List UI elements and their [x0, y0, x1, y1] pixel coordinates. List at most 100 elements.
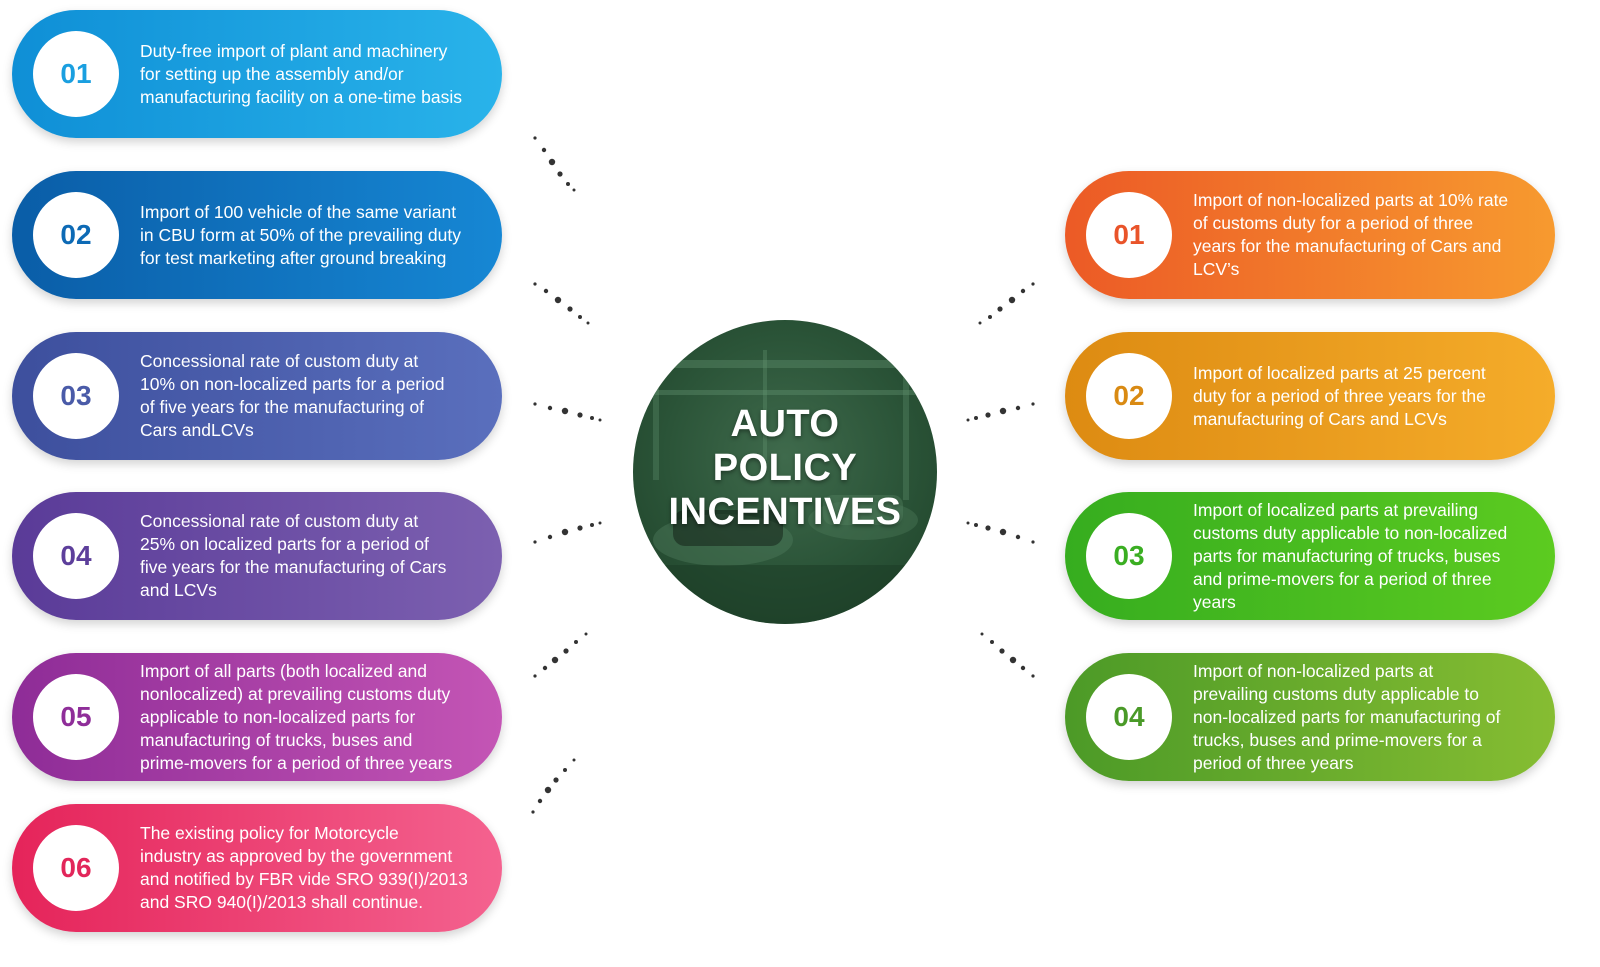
- connector-dot: [985, 525, 991, 531]
- connector-dot: [554, 296, 562, 304]
- item-description-line: Import of 100 vehicle of the same varian…: [140, 201, 457, 222]
- left-incentive-item-05: 05 Import of all parts (both localized an…: [12, 653, 502, 781]
- connector-dot: [544, 786, 552, 794]
- connector-dot: [547, 534, 553, 540]
- left-incentive-item-04: 04 Concessional rate of custom duty at 25%…: [12, 492, 502, 620]
- item-description-line: applicable to non-localized parts for: [140, 706, 416, 727]
- connector-dot: [1031, 402, 1035, 406]
- item-description-line: and notified by FBR vide SRO 939(I)/2013: [140, 869, 468, 889]
- connector-dot: [561, 407, 569, 415]
- connector-dot: [990, 640, 994, 644]
- item-description: Import of non-localized parts at 10% rat…: [1193, 171, 1541, 299]
- item-description-line: customs duty applicable to non-localized: [1193, 522, 1508, 543]
- connector-dot: [533, 402, 537, 406]
- item-description-line: duty for a period of three years for the: [1193, 385, 1486, 406]
- connector-dot: [563, 768, 567, 772]
- right-incentive-item-01: 01 Import of non-localized parts at 10% r…: [1065, 171, 1555, 299]
- item-description-line: non-localized parts for manufacturing of: [1193, 706, 1501, 727]
- item-description-line: 25% on localized parts for a period of: [140, 534, 429, 554]
- connector-dot: [531, 810, 535, 814]
- connector-dot: [1031, 540, 1035, 544]
- connector-dot: [997, 306, 1003, 312]
- item-description-line: Concessional rate of custom duty at: [140, 511, 419, 531]
- center-title-line: POLICY: [712, 447, 858, 489]
- connector-dot: [1015, 534, 1021, 540]
- connector-dot: [537, 798, 543, 804]
- item-description-line: of customs duty for a period of three: [1193, 213, 1474, 233]
- connector-dot: [1008, 296, 1016, 304]
- item-description-line: and SRO 940(I)/2013 shall continue.: [140, 892, 424, 912]
- item-description-line: for test marketing after ground breaking: [140, 247, 447, 268]
- connector-dot: [1020, 665, 1026, 671]
- item-description-line: trucks, buses and prime-movers for a: [1193, 729, 1482, 750]
- item-description-line: Concessional rate of custom duty at: [140, 351, 419, 371]
- factory-background-graphic: [633, 350, 937, 624]
- connector-dot: [572, 188, 576, 192]
- connector-dot: [966, 521, 970, 525]
- connector-dot: [577, 412, 583, 418]
- item-description: Import of 100 vehicle of the same varian…: [140, 171, 488, 299]
- item-description-line: Import of localized parts at 25 percent: [1193, 362, 1486, 383]
- item-description-line: and prime-movers for a period of three: [1193, 568, 1492, 589]
- item-number-badge: 06: [33, 825, 119, 911]
- connector-dot: [1020, 288, 1026, 294]
- item-description-line: Import of non-localized parts at 10% rat…: [1193, 190, 1509, 210]
- connector-dot: [1031, 674, 1035, 678]
- connector-dot: [999, 648, 1005, 654]
- connector-dot: [533, 540, 537, 544]
- item-number-badge: 05: [33, 674, 119, 760]
- connector-dot: [574, 640, 578, 644]
- item-number-badge: 02: [33, 192, 119, 278]
- connector-dot: [561, 528, 569, 536]
- item-description-line: LCV’s: [1193, 259, 1240, 279]
- connector-dot: [985, 412, 991, 418]
- item-number-badge: 02: [1086, 353, 1172, 439]
- item-description-line: industry as approved by the government: [140, 846, 453, 866]
- item-description-line: Import of all parts (both localized and: [140, 660, 427, 681]
- item-description-line: manufacturing of trucks, buses and: [140, 729, 413, 750]
- connector-dot: [567, 306, 573, 312]
- item-description-line: five years for the manufacturing of Cars: [140, 557, 447, 577]
- item-description: Concessional rate of custom duty at 25% o…: [140, 492, 488, 620]
- item-number-badge: 01: [33, 31, 119, 117]
- connector-dot: [966, 418, 970, 422]
- item-number-badge: 04: [33, 513, 119, 599]
- connector-dot: [547, 405, 553, 411]
- item-number-badge: 01: [1086, 192, 1172, 278]
- item-description-line: 10% on non-localized parts for a period: [140, 374, 445, 394]
- item-description-line: manufacturing facility on a one-time bas…: [140, 86, 462, 107]
- connector-dot: [548, 158, 556, 166]
- item-description-line: prime-movers for a period of three years: [140, 752, 453, 773]
- connector-dot: [543, 288, 549, 294]
- connector-dot: [598, 418, 602, 422]
- connector-dot: [557, 171, 563, 177]
- center-title-line: AUTO: [730, 403, 840, 445]
- connector-dot: [551, 656, 559, 664]
- connector-dot: [999, 528, 1007, 536]
- connector-dot: [533, 674, 537, 678]
- item-description-line: prevailing customs duty applicable to: [1193, 683, 1479, 704]
- connector-dot: [563, 648, 569, 654]
- connector-dot: [974, 523, 978, 527]
- connector-dot: [999, 407, 1007, 415]
- connector-dot: [566, 182, 570, 186]
- connector-dot: [542, 665, 548, 671]
- item-description-line: manufacturing of Cars and LCVs: [1193, 408, 1447, 429]
- item-number-badge: 04: [1086, 674, 1172, 760]
- connector-dot: [578, 315, 582, 319]
- connector-dot: [584, 632, 588, 636]
- item-description-line: The existing policy for Motorcycle: [140, 823, 399, 843]
- connector-dot: [541, 147, 547, 153]
- connector-dot: [978, 321, 982, 325]
- item-description-line: period of three years: [1193, 752, 1354, 773]
- center-title: AUTO POLICY INCENTIVES: [633, 402, 937, 534]
- connector-dot: [533, 136, 537, 140]
